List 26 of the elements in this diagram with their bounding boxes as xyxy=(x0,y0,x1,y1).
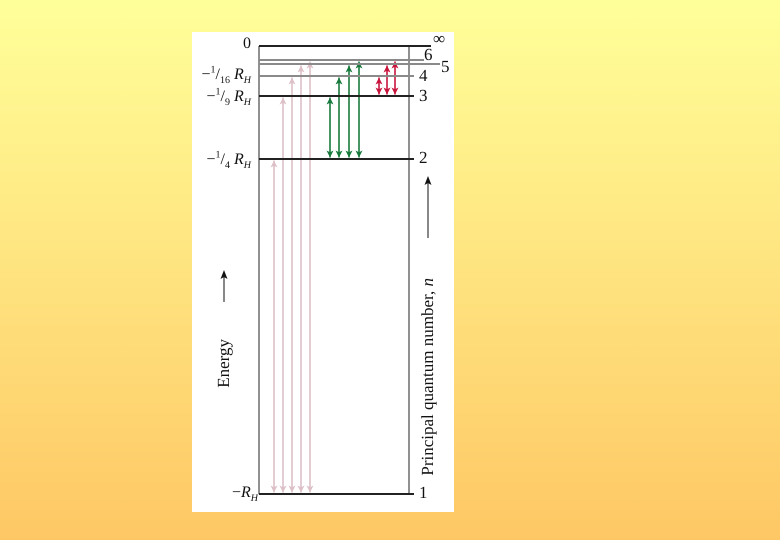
axis-label: Principal quantum number, n xyxy=(419,278,437,476)
level-number: 3 xyxy=(419,87,428,106)
level-number: 5 xyxy=(441,58,450,76)
transition-arrow xyxy=(336,78,342,158)
energy-value: −$^{1}$/$_{16}$ R$_{H}$ xyxy=(202,66,251,84)
transition-arrow xyxy=(288,78,296,492)
transition-arrow xyxy=(384,66,390,94)
transition-arrow xyxy=(356,62,362,158)
transition-arrow xyxy=(270,160,278,492)
transition-arrow xyxy=(306,62,314,492)
energy-value: −R$_{H}$ xyxy=(232,484,258,502)
level-number: 4 xyxy=(419,67,428,86)
axis-label: Energy xyxy=(215,339,233,388)
transition-arrow xyxy=(280,98,286,492)
transition-arrow xyxy=(326,98,334,158)
energy-value: −$^{1}$/$_{9}$ R$_{H}$ xyxy=(206,88,251,106)
transition-arrow xyxy=(298,66,304,492)
transition-arrow xyxy=(346,66,352,158)
level-number: 1 xyxy=(419,484,428,502)
level-number: 2 xyxy=(419,149,428,168)
level-number: 6 xyxy=(424,46,432,64)
transition-arrow xyxy=(392,62,398,94)
level-number: ∞ xyxy=(433,30,446,48)
transition-arrow xyxy=(376,78,382,94)
energy-value: 0 xyxy=(243,35,251,54)
energy-value: −$^{1}$/$_{4}$ R$_{H}$ xyxy=(206,151,251,170)
